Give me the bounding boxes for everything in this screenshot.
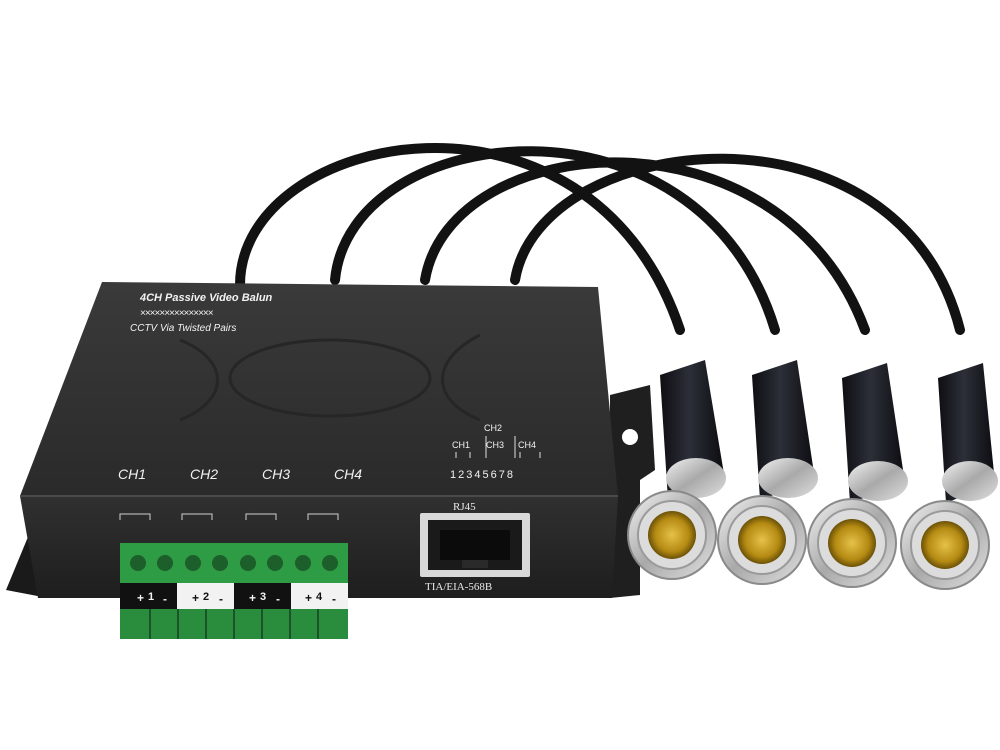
terminal-label-4-plus: + <box>305 591 312 605</box>
terminal-screws <box>130 555 338 571</box>
terminal-label-2-plus: + <box>192 591 199 605</box>
pinout-ch4: CH4 <box>518 440 536 450</box>
terminal-label-1-minus: - <box>163 592 167 606</box>
cable-1 <box>235 142 685 335</box>
product-subtitle: CCTV Via Twisted Pairs <box>130 323 236 334</box>
rj45-port[interactable] <box>420 513 530 577</box>
top-decoration <box>179 333 481 422</box>
cable-3 <box>420 157 870 335</box>
terminal-label-3-minus: - <box>276 592 280 606</box>
front-label-ch4: CH4 <box>334 466 362 482</box>
housing-top <box>20 282 618 496</box>
terminal-label-2-minus: - <box>219 592 223 606</box>
terminal-label-4-minus: - <box>332 592 336 606</box>
bnc-connectors <box>627 360 998 590</box>
pinout-pins: 12345678 <box>450 469 515 481</box>
bnc-connector-3[interactable] <box>807 363 908 588</box>
pinout-ch1: CH1 <box>452 440 470 450</box>
rj45-label: RJ45 <box>453 501 476 513</box>
cable-2 <box>330 146 780 335</box>
pinout-diagram: CH2 CH1 CH3 CH4 12345678 <box>450 423 541 481</box>
terminal-label-1-plus: + <box>137 591 144 605</box>
mounting-flange-right <box>610 385 655 598</box>
rj45-standard: TIA/EIA-568B <box>425 581 492 593</box>
cable-4 <box>510 153 965 335</box>
front-label-ch1: CH1 <box>118 466 146 482</box>
product-title: 4CH Passive Video Balun <box>139 292 273 304</box>
terminal-label-4-num: 4 <box>316 591 323 603</box>
pinout-top-label: CH2 <box>484 423 502 433</box>
bnc-connector-4[interactable] <box>900 363 998 590</box>
cables <box>235 142 965 335</box>
twisted-pair-symbol: ××××××××××××××× <box>140 308 214 319</box>
pinout-ch3: CH3 <box>486 440 504 450</box>
terminal-label-3-num: 3 <box>260 591 266 603</box>
terminal-block[interactable]: + 1 - + 2 - + 3 - + 4 - <box>120 543 348 639</box>
terminal-label-1-num: 1 <box>148 591 154 603</box>
mounting-hole <box>622 429 638 445</box>
bnc-connector-1[interactable] <box>627 360 726 580</box>
terminal-label-2-num: 2 <box>203 591 209 603</box>
front-label-ch2: CH2 <box>190 466 218 482</box>
bnc-connector-2[interactable] <box>717 360 818 585</box>
polarity-marks <box>119 513 339 520</box>
front-label-ch3: CH3 <box>262 466 290 482</box>
terminal-label-3-plus: + <box>249 591 256 605</box>
